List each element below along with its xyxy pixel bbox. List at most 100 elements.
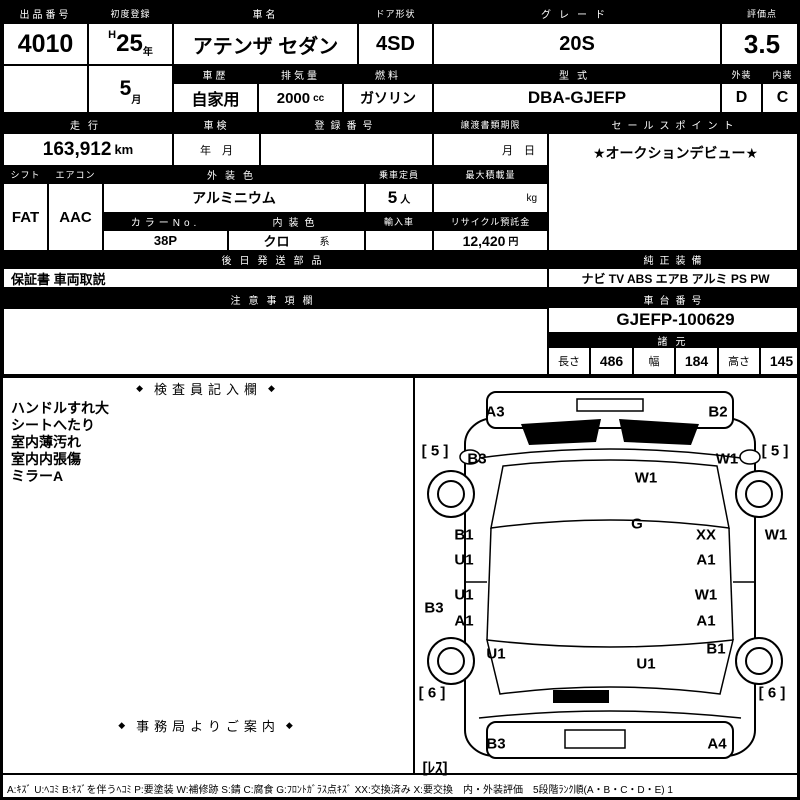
import-value bbox=[365, 230, 433, 251]
exhibit-number-empty bbox=[3, 65, 88, 113]
first-registration-year: H 25 年 bbox=[88, 23, 173, 65]
damage-code: [ 6 ] bbox=[758, 684, 786, 702]
cabin-lines bbox=[459, 448, 761, 719]
diamond-icon: ◆ bbox=[118, 720, 131, 730]
import-header: 輸入車 bbox=[365, 213, 433, 230]
footer-legend: A:ｷｽﾞ U:ﾍｺﾐ B:ｷｽﾞを伴うﾍｺﾐ P:要塗装 W:補修跡 S:錆 … bbox=[7, 785, 673, 796]
car-top-view bbox=[427, 391, 783, 759]
divider-1 bbox=[3, 113, 797, 116]
capacity-number: 5 bbox=[387, 188, 398, 207]
mileage-unit: km bbox=[114, 142, 134, 157]
damage-code: U1 bbox=[454, 586, 474, 604]
score-value: 3.5 bbox=[721, 23, 797, 65]
divider-2 bbox=[3, 288, 797, 291]
damage-code: B1 bbox=[454, 526, 474, 544]
capacity-value: 5 人 bbox=[365, 183, 433, 213]
recycle-deposit-number: 12,420 bbox=[462, 232, 506, 249]
grade-value: 20S bbox=[433, 23, 721, 65]
interior-grade-header: 内装 bbox=[762, 65, 797, 83]
damage-code: U1 bbox=[486, 645, 506, 663]
damage-code: A3 bbox=[485, 403, 505, 421]
inspector-notes: ハンドルすれ大 シートへたり 室内薄汚れ 室内内張傷 ミラーA bbox=[11, 400, 406, 485]
recycle-deposit-value: 12,420 円 bbox=[433, 230, 548, 251]
exterior-color-header: 外装色 bbox=[103, 166, 365, 183]
exhibit-number-value: 4010 bbox=[3, 23, 88, 65]
car-history-header: 車歴 bbox=[173, 65, 258, 83]
interior-color-name: クロ bbox=[263, 234, 290, 249]
exterior-grade-header: 外装 bbox=[721, 65, 762, 83]
interior-color-suffix: 系 bbox=[319, 237, 330, 248]
later-parts-value: 保証書 車両取説 bbox=[3, 268, 548, 288]
damage-code: A1 bbox=[454, 612, 474, 630]
caution-box bbox=[3, 308, 548, 375]
damage-code: A1 bbox=[696, 612, 716, 630]
chassis-number-header: 車台番号 bbox=[548, 291, 797, 307]
car-name-header: 車名 bbox=[173, 3, 358, 23]
displacement-value: 2000 cc bbox=[258, 83, 343, 113]
transfer-deadline-value: 月 日 bbox=[433, 133, 548, 166]
inspection-header: 車検 bbox=[173, 116, 260, 133]
damage-code: [ 5 ] bbox=[761, 442, 789, 460]
interior-grade-value: C bbox=[762, 83, 797, 113]
displacement-unit: cc bbox=[313, 92, 325, 104]
exhibit-number-header: 出品番号 bbox=[3, 3, 88, 23]
damage-code: W1 bbox=[715, 450, 739, 468]
spec-height-label: 高さ bbox=[718, 347, 760, 375]
mileage-value: 163,912 km bbox=[3, 133, 173, 166]
damage-code: [ﾚｽ] bbox=[422, 759, 448, 777]
exterior-grade-value: D bbox=[721, 83, 762, 113]
door-shape-header: ドア形状 bbox=[358, 3, 433, 23]
aircon-value: AAC bbox=[48, 183, 103, 251]
reg-month-value: 5 bbox=[119, 77, 132, 100]
damage-code: B2 bbox=[708, 403, 728, 421]
max-load-header: 最大積載量 bbox=[433, 166, 548, 183]
spec-header: 諸元 bbox=[548, 333, 797, 347]
office-header: ◆ 事務局よりご案内 ◆ bbox=[3, 716, 413, 735]
door-shape-value: 4SD bbox=[358, 23, 433, 65]
inspector-header: ◆ 検査員記入欄 ◆ bbox=[3, 379, 413, 398]
right-mirror bbox=[739, 449, 761, 465]
spec-height-value: 145 bbox=[760, 347, 797, 375]
genuine-equipment-value: ナビ TV ABS エアB アルミ PS PW bbox=[548, 268, 797, 288]
max-load-value: kg bbox=[433, 183, 548, 213]
spec-width-label: 幅 bbox=[633, 347, 675, 375]
car-name-value: アテンザ セダン bbox=[173, 23, 358, 65]
aircon-header: エアコン bbox=[48, 166, 103, 183]
damage-code: [ 6 ] bbox=[418, 684, 446, 702]
inspection-value: 年 月 bbox=[173, 133, 260, 166]
later-parts-header: 後日発送部品 bbox=[3, 251, 548, 268]
grade-header: グレード bbox=[433, 3, 721, 23]
displacement-number: 2000 bbox=[276, 89, 311, 107]
diamond-icon: ◆ bbox=[268, 383, 280, 393]
damage-code: G bbox=[631, 515, 643, 533]
recycle-deposit-header: リサイクル預託金 bbox=[433, 213, 548, 230]
damage-code: W1 bbox=[634, 469, 658, 487]
max-load-unit: kg bbox=[526, 192, 537, 204]
rear-bumper bbox=[486, 721, 734, 759]
inspector-note: ハンドルすれ大 bbox=[11, 400, 109, 416]
inspector-header-label: 検査員記入欄 bbox=[153, 382, 262, 397]
wheels bbox=[427, 470, 783, 685]
inspector-note: 室内内張傷 bbox=[11, 451, 81, 467]
capacity-header: 乗車定員 bbox=[365, 166, 433, 183]
score-header: 評価点 bbox=[721, 3, 797, 23]
damage-code: W1 bbox=[694, 586, 718, 604]
displacement-header: 排気量 bbox=[258, 65, 343, 83]
rear-plate bbox=[553, 690, 609, 703]
sales-point-box: ★オークションデビュー★ bbox=[548, 133, 797, 251]
damage-code: B3 bbox=[467, 450, 487, 468]
recycle-deposit-unit: 円 bbox=[508, 237, 519, 248]
damage-code: U1 bbox=[636, 655, 656, 673]
genuine-equipment-header: 純正装備 bbox=[548, 251, 797, 268]
interior-color-header: 内装色 bbox=[228, 213, 365, 230]
first-registration-header: 初度登録 bbox=[88, 3, 173, 23]
divider-4 bbox=[3, 773, 797, 775]
reg-year-value: 25 bbox=[116, 30, 143, 57]
model-code-header: 型式 bbox=[433, 65, 721, 83]
color-number-header: カラーNo. bbox=[103, 213, 228, 230]
damage-code: [ 5 ] bbox=[421, 442, 449, 460]
front-bumper bbox=[486, 391, 734, 429]
windshield-shading bbox=[521, 419, 699, 445]
